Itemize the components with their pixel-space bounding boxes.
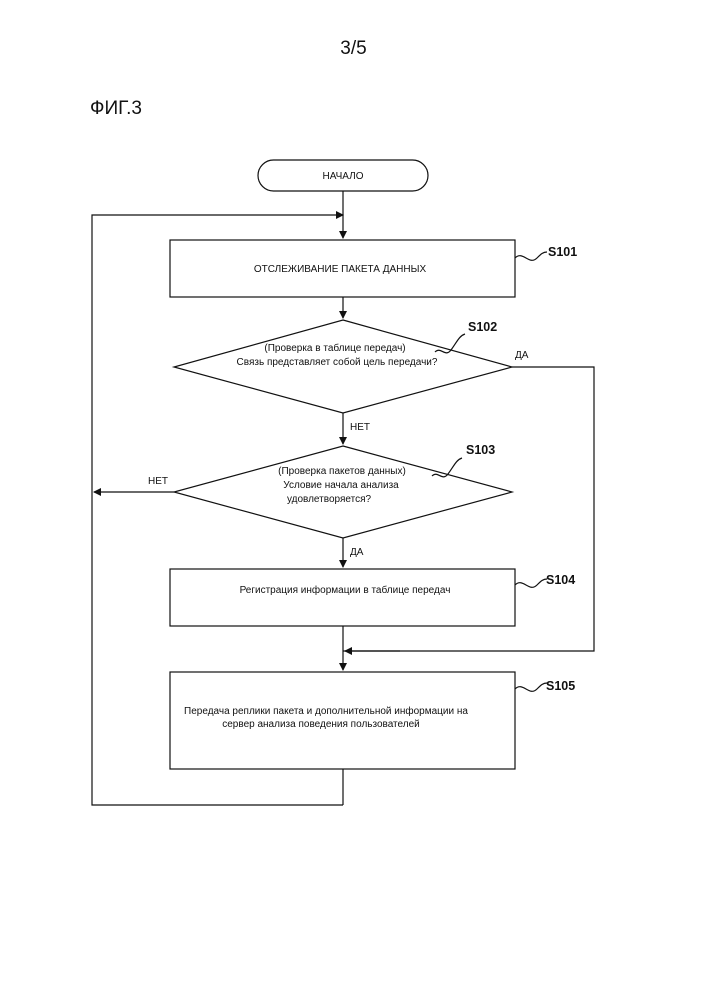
s103-diamond xyxy=(174,446,512,538)
s103-label: S103 xyxy=(466,443,495,457)
s102-label: S102 xyxy=(468,320,497,334)
start-text: НАЧАЛО xyxy=(322,171,363,182)
s105-leader xyxy=(515,683,547,691)
s101-leader xyxy=(515,252,547,260)
s102-yes-label: ДА xyxy=(515,350,529,361)
s104-box xyxy=(170,569,515,626)
s101-text: ОТСЛЕЖИВАНИЕ ПАКЕТА ДАННЫХ xyxy=(254,264,427,275)
s105-line1: Передача реплики пакета и дополнительной… xyxy=(184,705,468,717)
s103-line2: Условие начала анализа xyxy=(283,480,399,491)
s101-label: S101 xyxy=(548,245,577,259)
s102-no-label: НЕТ xyxy=(350,422,370,433)
s103-line3: удовлетворяется? xyxy=(287,494,372,505)
s104-label: S104 xyxy=(546,573,575,587)
s103-no-label: НЕТ xyxy=(148,476,168,487)
s103-yes-label: ДА xyxy=(350,547,364,558)
edge-s102-yes xyxy=(343,367,594,651)
s104-text: Регистрация информации в таблице передач xyxy=(240,584,451,596)
s102-line2: Связь представляет собой цель передачи? xyxy=(237,356,438,368)
s105-label: S105 xyxy=(546,679,575,693)
s104-leader xyxy=(515,579,547,587)
s103-line1: (Проверка пакетов данных) xyxy=(278,466,406,477)
s102-line1: (Проверка в таблице передач) xyxy=(264,342,405,354)
s105-line2: сервер анализа поведения пользователей xyxy=(222,719,420,730)
